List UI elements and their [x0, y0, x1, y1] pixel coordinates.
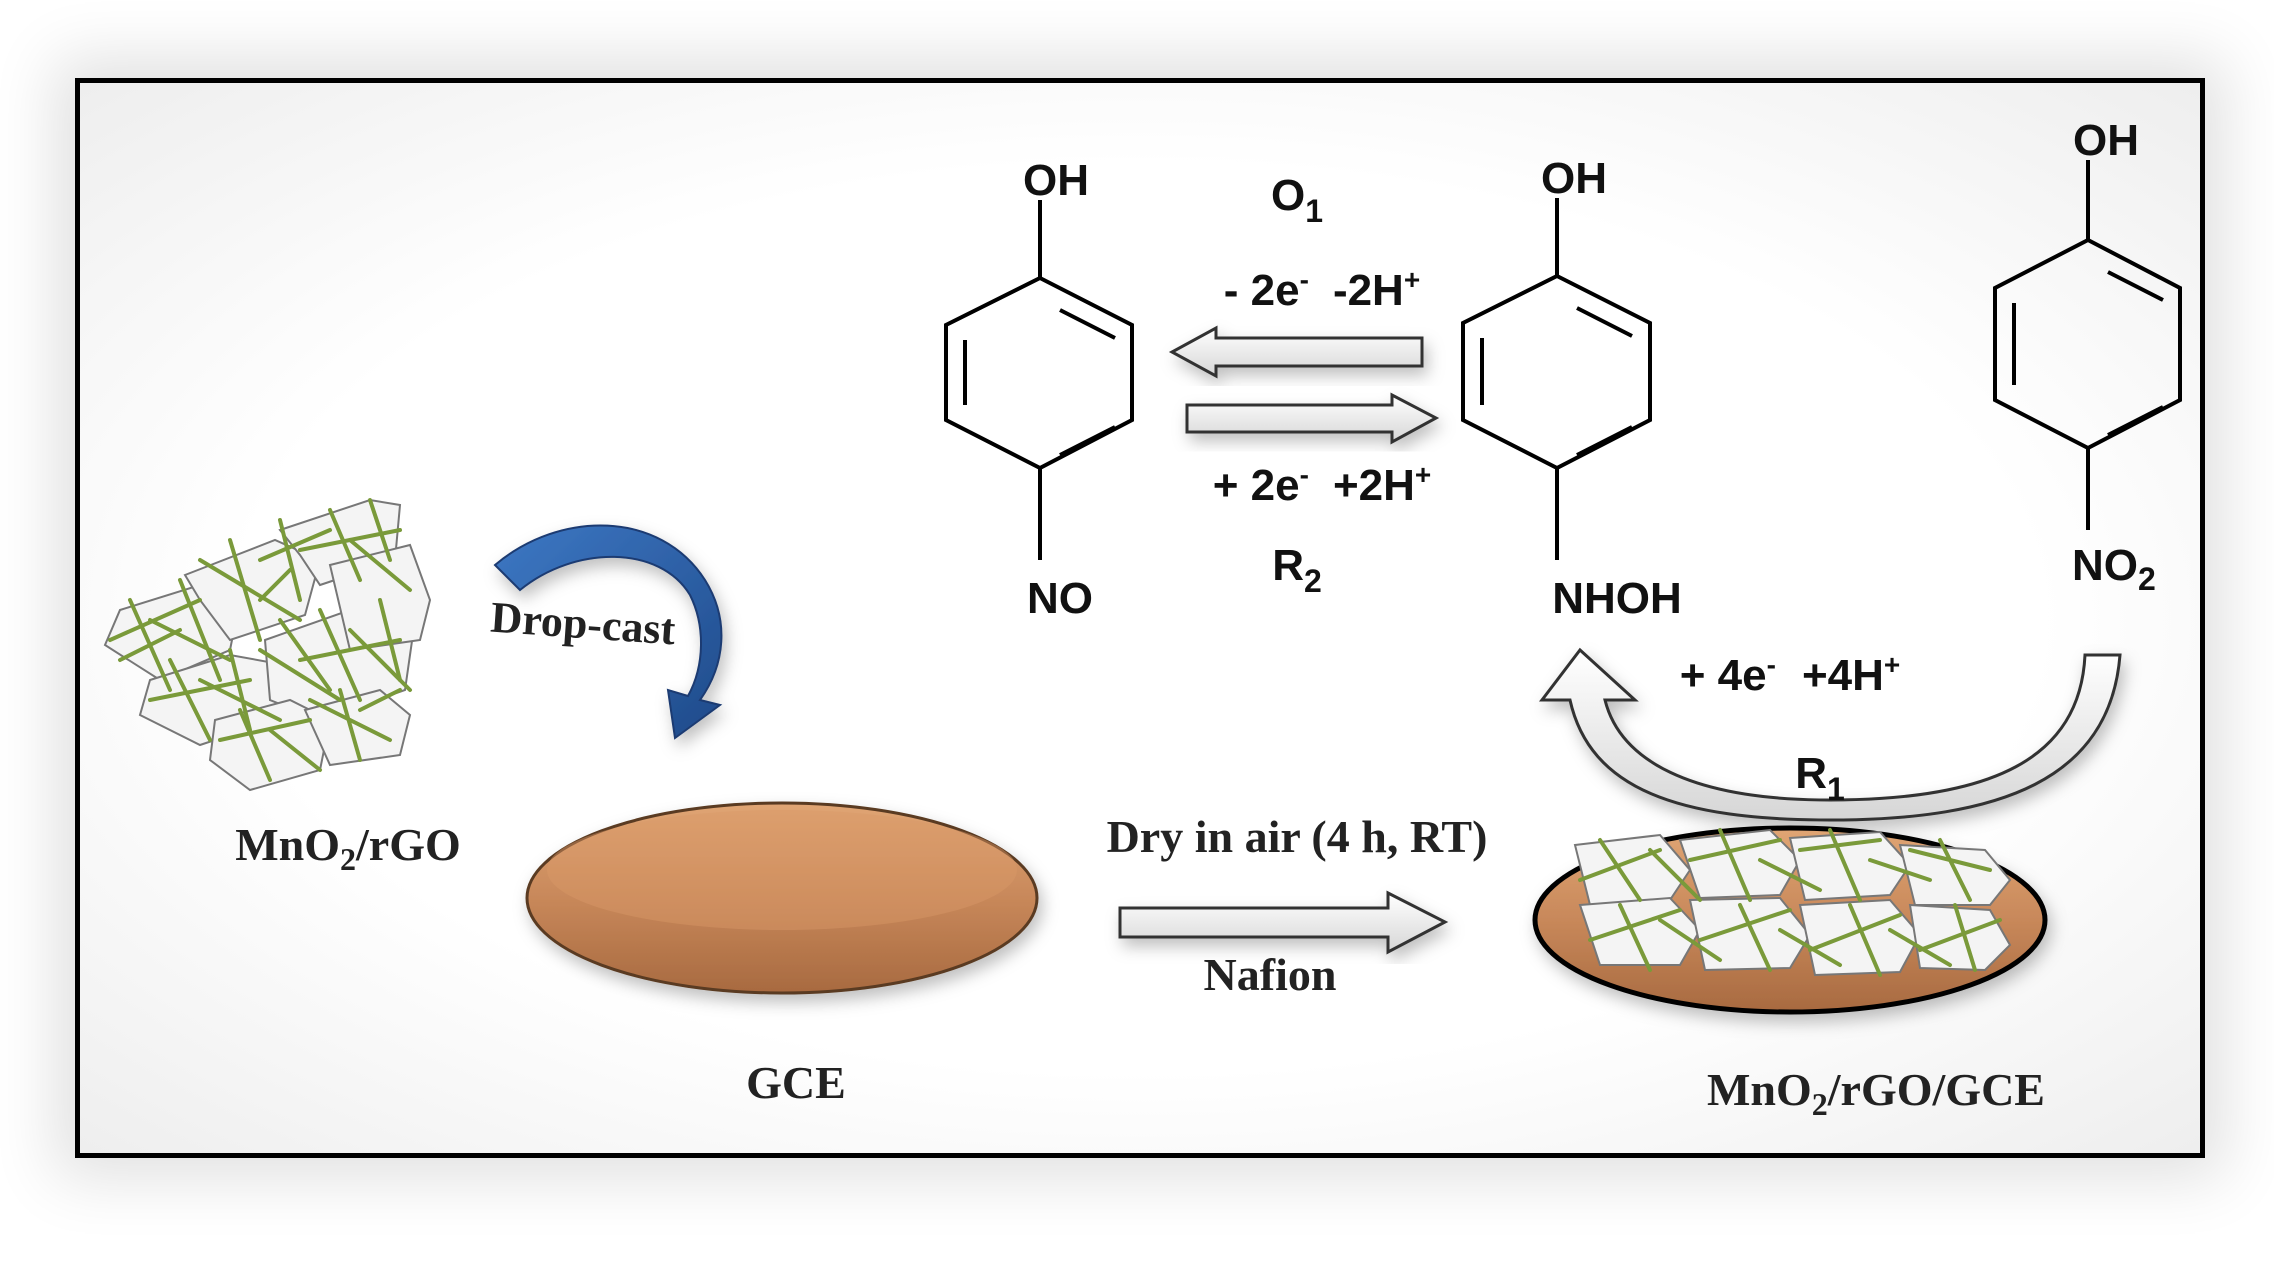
nafion-step-arrow: [1118, 890, 1449, 955]
nitrosophenol-no-label: NO: [1027, 574, 1093, 623]
oxidation-arrow: [1168, 325, 1424, 379]
reduction-curved-arrow: [1538, 647, 2122, 822]
mno2-rgo-composite-image: [103, 498, 432, 792]
nitrophenol-oh-label: OH: [2073, 116, 2139, 165]
gce-electrode: [525, 801, 1039, 995]
hydroxylaminophenol-nhoh-label: NHOH: [1552, 574, 1682, 623]
modified-electrode-label: MnO2/rGO/GCE: [1707, 1064, 2045, 1122]
nitrophenol-no2-label: NO2: [2072, 541, 2156, 597]
drop-cast-label: Drop-cast: [489, 593, 677, 655]
nafion-label: Nafion: [1204, 949, 1337, 1000]
gce-label: GCE: [746, 1057, 846, 1108]
r1-label: R1: [1795, 749, 1845, 807]
four-electron-equation: + 4e-+4H+: [1680, 649, 1901, 700]
reduction-arrow: [1185, 392, 1440, 445]
reduction-equation: + 2e-+2H+: [1213, 459, 1432, 510]
molecule-nitrosophenol: [944, 200, 1134, 560]
hydroxylaminophenol-oh-label: OH: [1541, 154, 1607, 203]
composite-label: MnO2/rGO: [235, 819, 461, 877]
drop-cast-arrow: [493, 524, 723, 740]
nitrosophenol-oh-label: OH: [1023, 156, 1089, 205]
o1-label: O1: [1271, 171, 1323, 229]
molecule-nitrophenol: [1993, 160, 2182, 530]
molecule-hydroxylaminophenol: [1461, 198, 1652, 560]
modified-electrode: [1532, 825, 2048, 1015]
r2-label: R2: [1272, 541, 1322, 599]
oxidation-equation: - 2e--2H+: [1224, 264, 1420, 315]
dry-in-air-label: Dry in air (4 h, RT): [1107, 811, 1488, 862]
